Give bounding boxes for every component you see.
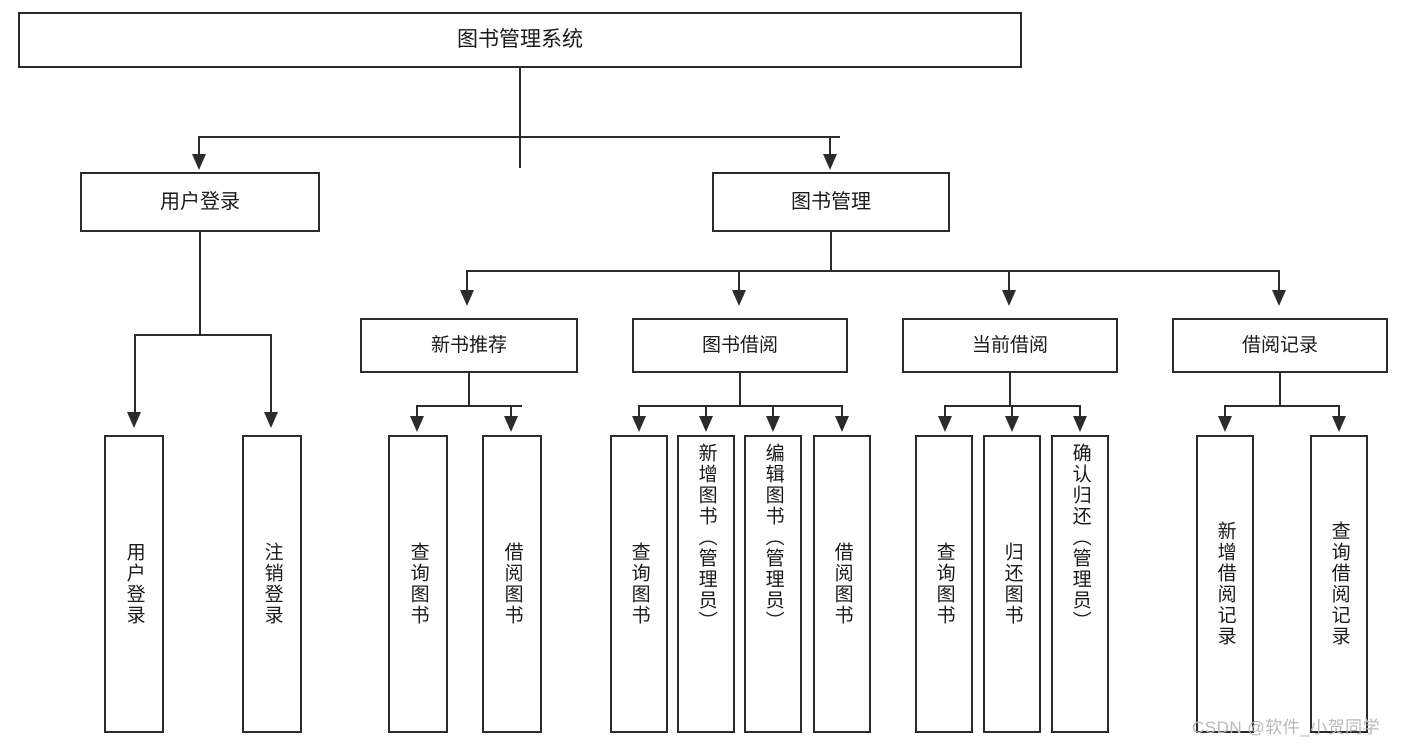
connector-root-drop-right xyxy=(829,136,831,158)
node-user-login[interactable]: 用户登录 xyxy=(80,172,320,232)
csdn-watermark: CSDN @软件_小贺同学 xyxy=(1192,718,1381,737)
arrow-to-book-manage xyxy=(823,154,837,170)
node-label: 新增借阅记录 xyxy=(1214,521,1236,647)
node-label: 查询借阅记录 xyxy=(1328,521,1350,647)
connector-current-drop-2 xyxy=(1011,405,1013,419)
connector-root-drop-left xyxy=(198,136,200,158)
connector-root-bus xyxy=(198,136,840,138)
node-label: 用户登录 xyxy=(123,542,145,626)
arrow-to-leaf-borrow-book-2 xyxy=(835,416,849,432)
arrow-to-leaf-return-book xyxy=(1005,416,1019,432)
connector-book-manage-drop-4 xyxy=(1278,270,1280,294)
connector-borrow-drop-2 xyxy=(705,405,707,419)
leaf-node-edit-book[interactable]: 编辑图书（管理员） xyxy=(744,435,802,733)
arrow-to-leaf-borrow-book-1 xyxy=(504,416,518,432)
node-label: 借阅图书 xyxy=(831,542,853,626)
node-label: 编辑图书（管理员） xyxy=(762,443,784,632)
node-label: 图书借阅 xyxy=(701,334,778,356)
connector-record-stem xyxy=(1279,373,1281,407)
connector-borrow-stem xyxy=(739,373,741,407)
node-borrow-record[interactable]: 借阅记录 xyxy=(1172,318,1388,373)
arrow-to-leaf-query-book-2 xyxy=(632,416,646,432)
connector-borrow-drop-1 xyxy=(638,405,640,419)
connector-borrow-bus xyxy=(638,405,842,407)
connector-user-login-stem xyxy=(199,232,201,336)
connector-user-login-drop-2 xyxy=(270,334,272,416)
node-label: 用户登录 xyxy=(160,190,240,213)
node-label: 确认归还（管理员） xyxy=(1069,443,1091,632)
leaf-node-query-book-1[interactable]: 查询图书 xyxy=(388,435,448,733)
connector-borrow-drop-3 xyxy=(772,405,774,419)
connector-book-manage-drop-3 xyxy=(1008,270,1010,294)
connector-book-manage-drop-2 xyxy=(738,270,740,294)
connector-current-stem xyxy=(1009,373,1011,407)
connector-recommend-drop-1 xyxy=(416,405,418,419)
node-label: 查询图书 xyxy=(628,542,650,626)
connector-book-manage-stem xyxy=(830,232,832,272)
arrow-to-current-borrow xyxy=(1002,290,1016,306)
node-label: 图书管理 xyxy=(791,190,871,213)
node-label: 注销登录 xyxy=(261,542,283,626)
arrow-to-leaf-user-login xyxy=(127,412,141,428)
leaf-node-query-record[interactable]: 查询借阅记录 xyxy=(1310,435,1368,733)
node-label: 图书管理系统 xyxy=(457,28,583,52)
node-label: 新增图书（管理员） xyxy=(695,443,717,632)
node-current-borrow[interactable]: 当前借阅 xyxy=(902,318,1118,373)
connector-user-login-bus xyxy=(134,334,272,336)
arrow-to-leaf-add-book xyxy=(699,416,713,432)
node-label: 借阅图书 xyxy=(501,542,523,626)
arrow-to-leaf-user-logout xyxy=(264,412,278,428)
arrow-to-leaf-query-book-1 xyxy=(410,416,424,432)
connector-record-bus xyxy=(1224,405,1339,407)
node-new-book-recommend[interactable]: 新书推荐 xyxy=(360,318,578,373)
arrow-to-user-login xyxy=(192,154,206,170)
arrow-to-leaf-edit-book xyxy=(766,416,780,432)
leaf-node-add-record[interactable]: 新增借阅记录 xyxy=(1196,435,1254,733)
connector-user-login-drop-1 xyxy=(134,334,136,416)
connector-recommend-bus xyxy=(416,405,522,407)
connector-recommend-stem xyxy=(468,373,470,407)
leaf-node-query-book-2[interactable]: 查询图书 xyxy=(610,435,668,733)
arrow-to-new-book-recommend xyxy=(460,290,474,306)
arrow-to-leaf-confirm-return xyxy=(1073,416,1087,432)
connector-record-drop-2 xyxy=(1338,405,1340,419)
leaf-node-borrow-book-1[interactable]: 借阅图书 xyxy=(482,435,542,733)
connector-book-manage-bus xyxy=(466,270,1280,272)
connector-current-drop-3 xyxy=(1079,405,1081,419)
node-root-system[interactable]: 图书管理系统 xyxy=(18,12,1022,68)
leaf-node-add-book[interactable]: 新增图书（管理员） xyxy=(677,435,735,733)
leaf-node-borrow-book-2[interactable]: 借阅图书 xyxy=(813,435,871,733)
node-book-manage[interactable]: 图书管理 xyxy=(712,172,950,232)
arrow-to-leaf-add-record xyxy=(1218,416,1232,432)
connector-borrow-drop-4 xyxy=(841,405,843,419)
connector-book-manage-drop-1 xyxy=(466,270,468,294)
node-label: 新书推荐 xyxy=(430,334,507,356)
node-book-borrow[interactable]: 图书借阅 xyxy=(632,318,848,373)
arrow-to-leaf-query-book-3 xyxy=(938,416,952,432)
arrow-to-leaf-query-record xyxy=(1332,416,1346,432)
arrow-to-book-borrow xyxy=(732,290,746,306)
leaf-node-query-book-3[interactable]: 查询图书 xyxy=(915,435,973,733)
arrow-to-borrow-record xyxy=(1272,290,1286,306)
connector-current-drop-1 xyxy=(944,405,946,419)
connector-root-stem xyxy=(519,68,521,168)
node-label: 当前借阅 xyxy=(971,334,1048,356)
node-label: 归还图书 xyxy=(1001,542,1023,626)
leaf-node-user-login[interactable]: 用户登录 xyxy=(104,435,164,733)
connector-recommend-drop-2 xyxy=(510,405,512,419)
node-label: 查询图书 xyxy=(933,542,955,626)
leaf-node-user-logout[interactable]: 注销登录 xyxy=(242,435,302,733)
node-label: 借阅记录 xyxy=(1241,334,1318,356)
node-label: 查询图书 xyxy=(407,542,429,626)
connector-record-drop-1 xyxy=(1224,405,1226,419)
leaf-node-confirm-return[interactable]: 确认归还（管理员） xyxy=(1051,435,1109,733)
leaf-node-return-book[interactable]: 归还图书 xyxy=(983,435,1041,733)
